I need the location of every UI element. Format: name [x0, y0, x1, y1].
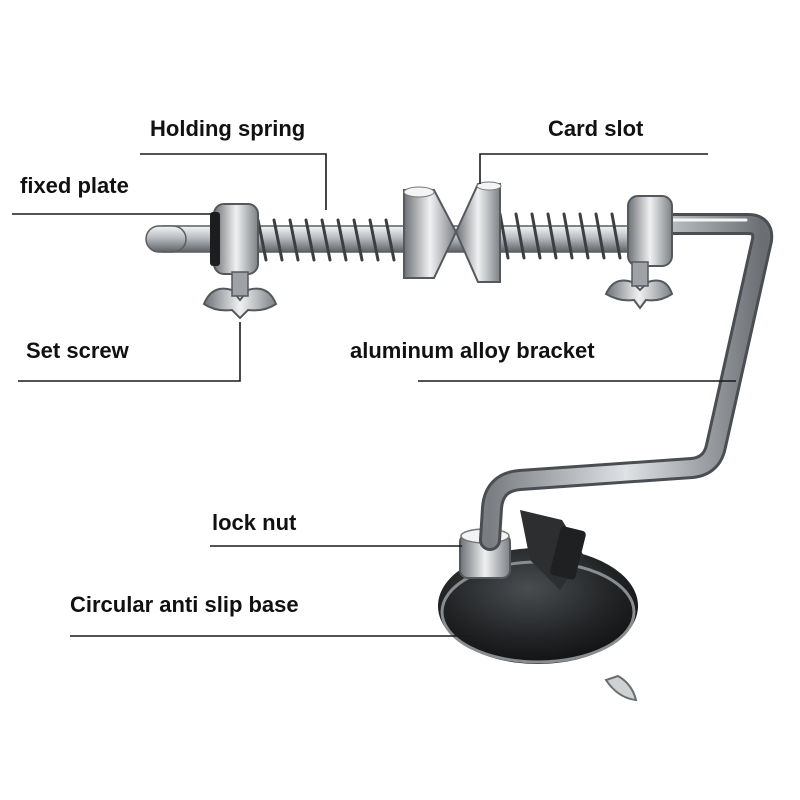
leader-holding-spring: [140, 153, 327, 210]
label-fixed-plate: fixed plate: [20, 173, 129, 198]
holding-spring-left: [256, 218, 396, 262]
label-set-screw: Set screw: [26, 338, 129, 363]
card-slot-shape: [403, 181, 502, 283]
set-screw-left: [202, 271, 278, 320]
leader-card-slot: [479, 153, 708, 184]
leader-lines: [12, 153, 736, 637]
label-lock-nut: lock nut: [212, 510, 297, 535]
aluminum-bracket-shape: [479, 213, 774, 551]
holding-spring-right: [498, 212, 622, 260]
label-circular-base: Circular anti slip base: [70, 592, 299, 617]
label-holding-spring: Holding spring: [150, 116, 306, 141]
fixed-plate-right: [627, 195, 673, 267]
label-aluminum-bracket: aluminum alloy bracket: [350, 338, 595, 363]
fixed-plate-left: [210, 203, 259, 275]
label-card-slot: Card slot: [548, 116, 644, 141]
set-screw-right: [604, 261, 674, 310]
leader-set-screw: [18, 322, 241, 382]
